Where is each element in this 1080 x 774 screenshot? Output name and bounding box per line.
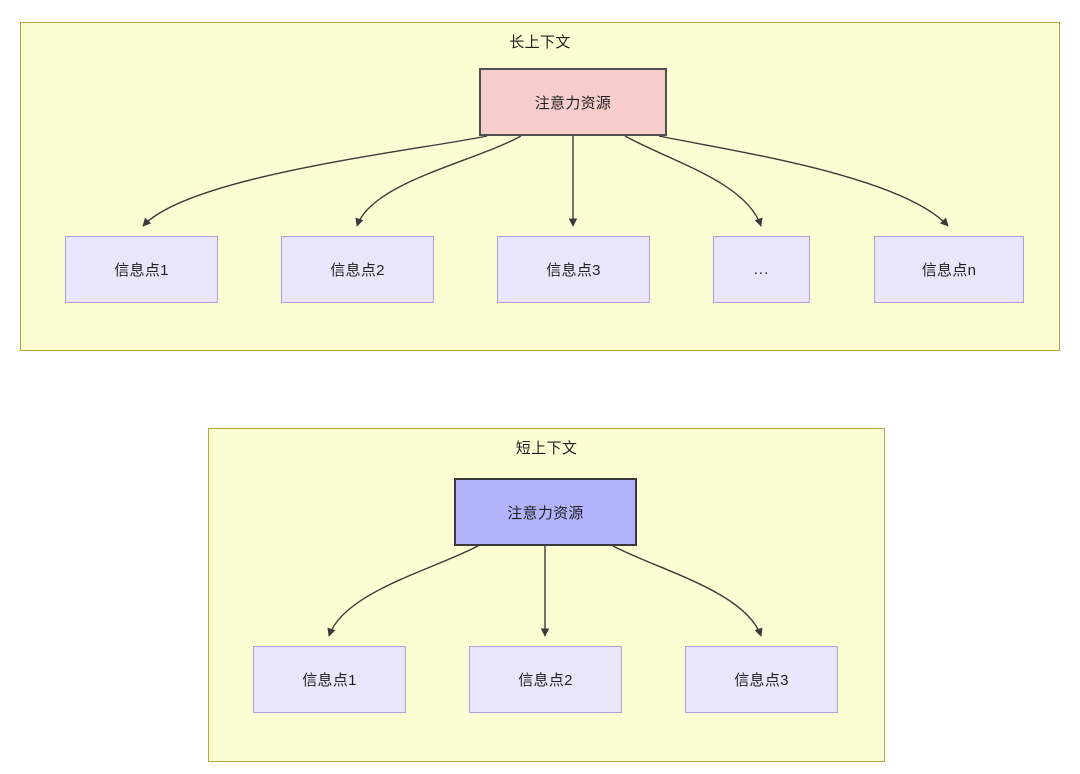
- node-label: 信息点3: [546, 262, 601, 279]
- node-label: 信息点1: [114, 262, 169, 279]
- node-info-point-3-short[interactable]: 信息点3: [685, 646, 838, 713]
- group-short-context-title: 短上下文: [515, 440, 578, 457]
- node-info-point-2-long[interactable]: 信息点2: [281, 236, 434, 303]
- node-label: 注意力资源: [507, 504, 584, 522]
- edge-short-to-info-1: [327, 545, 479, 637]
- node-label: 信息点n: [921, 262, 977, 279]
- node-label: 信息点2: [330, 262, 385, 279]
- node-attention-resource-long[interactable]: 注意力资源: [479, 68, 667, 136]
- node-info-point-1-long[interactable]: 信息点1: [65, 236, 218, 303]
- group-long-context-title: 长上下文: [509, 34, 571, 51]
- node-info-point-ellipsis-long[interactable]: ...: [713, 236, 810, 303]
- node-info-point-n-long[interactable]: 信息点n: [874, 236, 1024, 303]
- node-label: 信息点3: [734, 672, 789, 689]
- edge-short-to-info-3: [612, 545, 763, 637]
- edge-long-to-info-2: [355, 135, 522, 227]
- edge-long-to-info-n: [658, 135, 949, 227]
- node-label: 注意力资源: [534, 94, 612, 112]
- edge-long-to-info-ellipsis: [624, 135, 763, 227]
- node-info-point-1-short[interactable]: 信息点1: [253, 646, 406, 713]
- edge-long-to-info-1: [142, 135, 488, 227]
- node-info-point-2-short[interactable]: 信息点2: [469, 646, 622, 713]
- node-info-point-3-long[interactable]: 信息点3: [497, 236, 650, 303]
- node-attention-resource-short[interactable]: 注意力资源: [454, 478, 637, 546]
- node-label: ...: [753, 261, 770, 278]
- node-label: 信息点1: [302, 672, 357, 689]
- node-label: 信息点2: [518, 672, 573, 689]
